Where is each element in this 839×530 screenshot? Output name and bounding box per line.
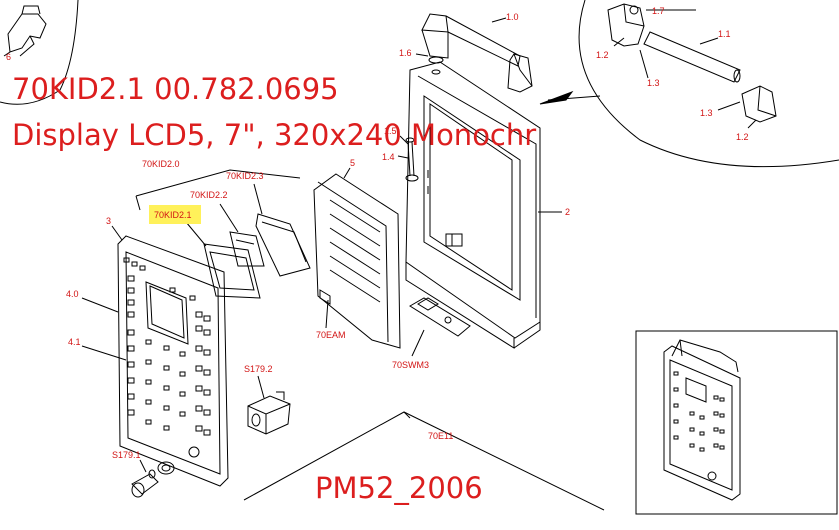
label-s179-2: S179.2 (244, 364, 273, 374)
label-1-2-left: 1.2 (596, 50, 609, 60)
label-70kid2-2: 70KID2.2 (190, 190, 228, 200)
label-4-0: 4.0 (66, 289, 79, 299)
housing-frame (405, 61, 541, 349)
label-1-0: 1.0 (506, 12, 519, 22)
detail-circle-handle (578, 0, 839, 168)
label-1-3-top: 1.3 (647, 78, 660, 88)
label-70swm3: 70SWM3 (392, 360, 429, 370)
label-1-7: 1.7 (652, 6, 665, 16)
board-eam (313, 173, 401, 349)
board-swm3 (409, 297, 471, 337)
front-panel (117, 235, 229, 487)
detail-circle-clip (0, 0, 79, 105)
handle-assembly (421, 13, 533, 93)
switch-s179-2 (247, 391, 291, 435)
label-70eam: 70EAM (316, 330, 346, 340)
inset-overview (635, 330, 838, 515)
label-2: 2 (565, 207, 570, 217)
label-70kid2-1: 70KID2.1 (154, 210, 192, 220)
label-1-2-right: 1.2 (736, 132, 749, 142)
highlight-box (149, 205, 201, 224)
page-footer-code: PM52_2006 (315, 471, 483, 505)
label-3: 3 (106, 216, 111, 226)
label-1-3-right: 1.3 (700, 108, 713, 118)
label-70kid2-0: 70KID2.0 (142, 159, 180, 169)
label-4-1: 4.1 (68, 337, 81, 347)
label-1-6: 1.6 (399, 48, 412, 58)
group-lines (135, 169, 605, 511)
arrow-icon (539, 90, 574, 105)
label-70kid2-3: 70KID2.3 (226, 171, 264, 181)
label-1-5: 1.5 (384, 126, 397, 136)
display-boards (203, 213, 311, 299)
label-s179-1: S179.1 (112, 450, 141, 460)
label-1-1: 1.1 (718, 29, 731, 39)
label-70e11: 70E11 (428, 431, 453, 441)
keyswitch-s179-1 (131, 461, 175, 498)
part-description-title: Display LCD5, 7", 320x240 Monochr (12, 118, 537, 152)
label-1-4: 1.4 (382, 152, 395, 162)
label-6: 6 (6, 52, 11, 62)
screw (405, 137, 419, 182)
label-5: 5 (350, 158, 355, 168)
leader-lines (81, 9, 757, 473)
part-labels: 6 1.0 1.6 1.7 1.1 1.2 1.3 1.3 1.2 1.5 1.… (6, 6, 749, 460)
part-number-title: 70KID2.1 00.782.0695 (12, 72, 339, 106)
